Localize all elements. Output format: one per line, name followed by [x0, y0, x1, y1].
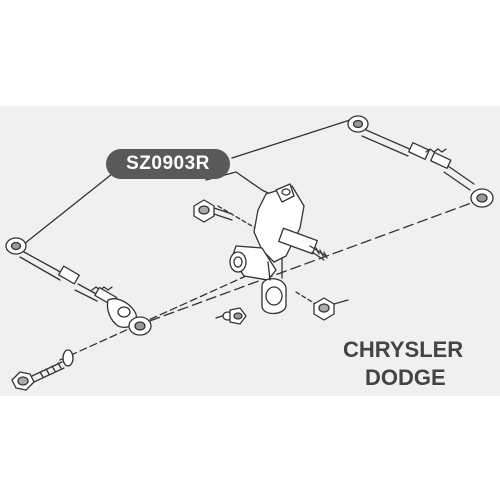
leader-line-right [231, 119, 351, 159]
axis-line-lower [59, 275, 247, 361]
bracket-bolt-top [193, 199, 233, 223]
axis-line-upper [135, 201, 475, 327]
vehicle-maker-label: DODGE [365, 365, 446, 390]
leader-line-left [23, 173, 113, 245]
long-mounting-bolt [11, 349, 74, 391]
right-lateral-arm [347, 115, 494, 208]
knuckle-assembly [229, 183, 328, 315]
lower-small-bolt [215, 307, 247, 325]
lower-flange-nut [313, 297, 349, 321]
vehicle-maker-label: CHRYSLER [343, 337, 464, 362]
part-number-badge: SZ0903R [106, 149, 230, 179]
left-lateral-arm [5, 237, 152, 336]
